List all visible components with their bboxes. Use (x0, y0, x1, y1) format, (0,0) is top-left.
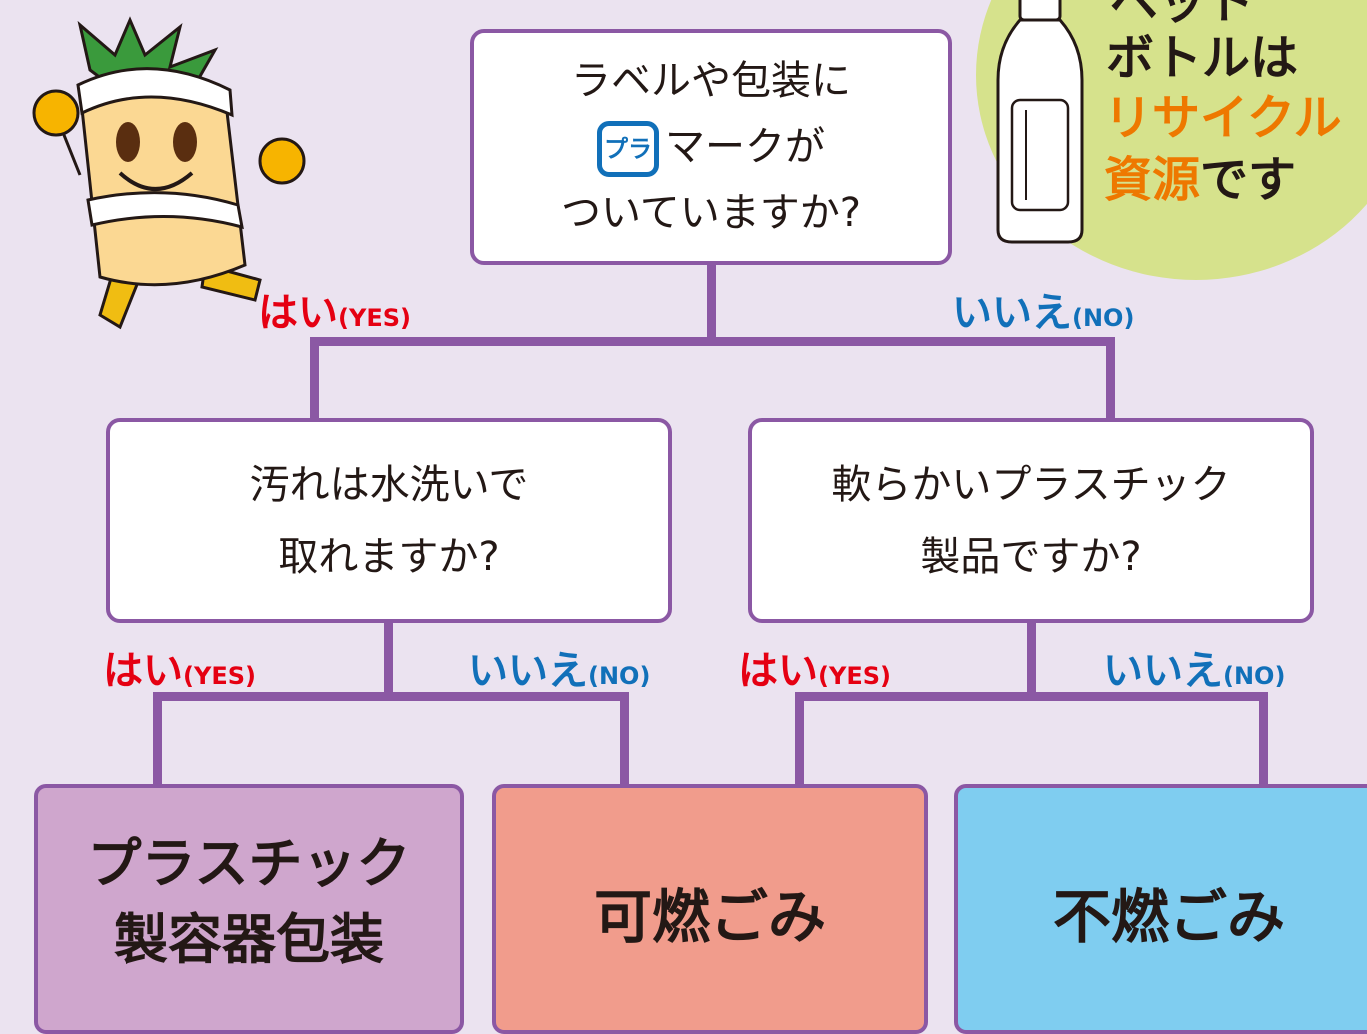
pet-note-line3: 資源です (1104, 156, 1296, 204)
connector (153, 692, 629, 701)
question-washable: 汚れは水洗いで 取れますか? (106, 418, 672, 623)
branch-left-no: いいえ(NO) (468, 638, 650, 696)
label-yes-en: (YES) (338, 304, 411, 332)
pet-note-line0: ペット (1110, 0, 1255, 30)
branch-right-yes: はい(YES) (738, 638, 891, 696)
question1-line2: プラマークが (597, 114, 825, 180)
question-pla-mark: ラベルや包装に プラマークが ついていますか? (470, 29, 952, 265)
pet-bottle-icon (996, 0, 1084, 244)
connector (707, 265, 716, 345)
label-no: いいえ (1103, 648, 1223, 694)
label-no: いいえ (952, 290, 1072, 336)
question3-line1: 軟らかいプラスチック (831, 461, 1231, 508)
question1-line2-text: マークが (665, 124, 825, 170)
label-no-en: (NO) (1072, 304, 1135, 332)
question-soft-plastic: 軟らかいプラスチック 製品ですか? (748, 418, 1314, 623)
pla-recycle-mark-icon: プラ (597, 121, 659, 177)
result-plastic-line1: プラスチック (87, 832, 411, 895)
question1-line3: ついていますか? (560, 190, 862, 236)
label-no-en: (NO) (1223, 662, 1286, 690)
label-no: いいえ (468, 648, 588, 694)
label-yes: はい (258, 290, 338, 336)
pet-note-resource: 資源 (1104, 152, 1201, 208)
pet-note-line1: ボトルは (1106, 30, 1299, 86)
connector (1259, 692, 1268, 788)
question3-line2: 製品ですか? (920, 533, 1142, 580)
connector (1027, 623, 1036, 701)
result-burnable-label: 可燃ごみ (593, 883, 826, 951)
result-burnable: 可燃ごみ (492, 784, 928, 1034)
connector (1106, 337, 1115, 420)
question2-line2: 取れますか? (278, 533, 500, 580)
label-yes-en: (YES) (183, 662, 256, 690)
result-plastic-packaging: プラスチック 製容器包装 (34, 784, 464, 1034)
result-plastic-line2: 製容器包装 (114, 908, 384, 971)
pet-note-desu: です (1200, 152, 1297, 208)
connector (795, 692, 1268, 701)
label-yes: はい (738, 648, 818, 694)
connector (620, 692, 629, 788)
pet-note-line2: リサイクル (1104, 90, 1342, 146)
connector (795, 692, 804, 788)
connector (310, 337, 1115, 346)
result-nonburnable: 不燃ごみ (954, 784, 1367, 1034)
branch-right-no: いいえ(NO) (1103, 638, 1285, 696)
connector (153, 692, 162, 788)
label-no-en: (NO) (588, 662, 651, 690)
branch-top-yes: はい(YES) (258, 280, 411, 338)
pla-mark-text: プラ (604, 135, 652, 163)
mascot-character (32, 16, 306, 330)
connector (310, 337, 319, 420)
label-yes-en: (YES) (818, 662, 891, 690)
branch-left-yes: はい(YES) (103, 638, 256, 696)
result-nonburnable-label: 不燃ごみ (1052, 883, 1285, 951)
branch-top-no: いいえ(NO) (952, 280, 1134, 338)
question2-line1: 汚れは水洗いで (249, 461, 529, 508)
question1-line1: ラベルや包装に (571, 58, 851, 104)
connector (384, 623, 393, 701)
label-yes: はい (103, 648, 183, 694)
